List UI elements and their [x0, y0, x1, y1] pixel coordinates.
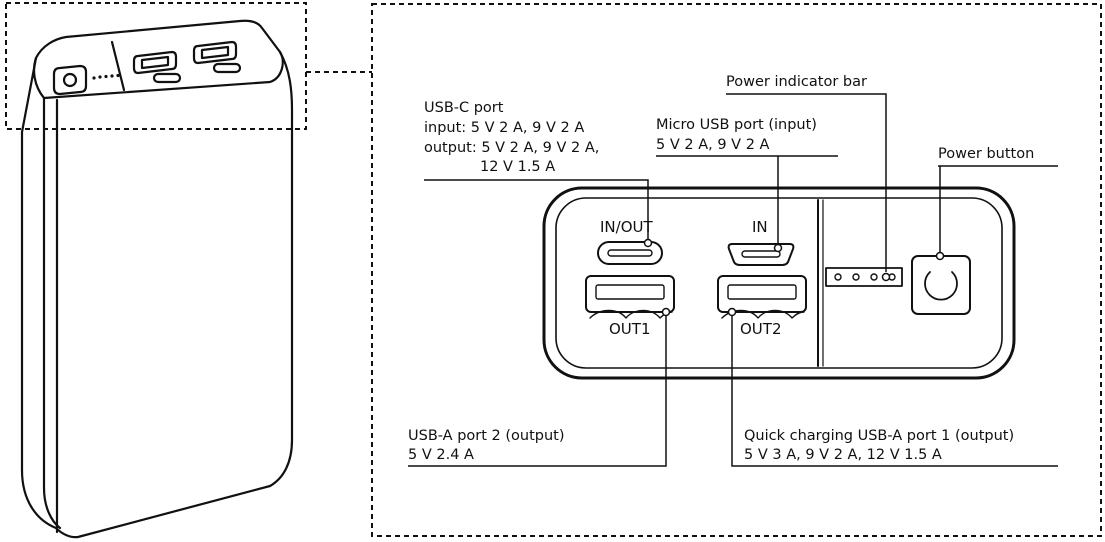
power-button: [911, 255, 971, 315]
leader-usb-a-2: [408, 312, 667, 467]
top-usb-a-port-2: [192, 40, 238, 65]
leader-dot-out2: [727, 307, 737, 317]
quick-charge-spec: 5 V 3 A, 9 V 2 A, 12 V 1.5 A: [744, 447, 942, 463]
body-left-edge: [20, 56, 58, 530]
indicator-dot: [852, 273, 860, 281]
power-icon: [924, 271, 958, 301]
usb-a-2-title: USB-A port 2 (output): [408, 428, 565, 444]
indicator-dot: [104, 74, 108, 79]
indicator-dot: [834, 273, 842, 281]
top-indicator-dots: [92, 73, 120, 80]
micro-usb-title: Micro USB port (input): [656, 117, 817, 133]
callout-quick-charge: Quick charging USB-A port 1 (output) 5 V…: [744, 428, 1014, 463]
usb-c-output-2: 12 V 1.5 A: [480, 159, 555, 175]
indicator-dot: [110, 74, 114, 78]
usb-a-2-spec: 5 V 2.4 A: [408, 447, 474, 463]
micro-usb-spec: 5 V 2 A, 9 V 2 A: [656, 137, 770, 153]
leader-dot-usb-c: [643, 238, 653, 248]
callout-micro-usb: Micro USB port (input) 5 V 2 A, 9 V 2 A: [656, 117, 817, 153]
leader-quick-charge: [731, 314, 1058, 467]
zoom-detail-frame: [371, 3, 1102, 537]
usb-a-port-out2-scallop: [721, 309, 805, 319]
usb-c-title: USB-C port: [424, 100, 504, 116]
usb-c-port: [597, 241, 663, 265]
indicator-dot: [116, 73, 120, 78]
port-label-out1: OUT1: [609, 320, 651, 338]
leader-dots: [643, 238, 945, 317]
power-bank-body: [20, 19, 294, 539]
leader-usb-c: [424, 179, 649, 240]
leader-dot-power: [935, 251, 945, 261]
top-power-button: [52, 64, 88, 96]
top-usb-a-port-2-inner: [200, 45, 230, 60]
usb-a-port-out1-tongue: [595, 284, 665, 300]
callout-usb-a-2: USB-A port 2 (output) 5 V 2.4 A: [408, 428, 565, 463]
usb-c-input: input: 5 V 2 A, 9 V 2 A: [424, 120, 584, 136]
callout-usb-c: USB-C port input: 5 V 2 A, 9 V 2 A outpu…: [424, 100, 599, 175]
body-bottom-edge: [54, 484, 272, 539]
usb-c-port-inner: [607, 249, 653, 257]
top-face: [33, 19, 284, 100]
port-label-in-out: IN/OUT: [600, 218, 653, 236]
top-usb-c-port: [152, 72, 182, 84]
port-label-out2: OUT2: [740, 320, 782, 338]
top-micro-usb-port: [212, 62, 242, 74]
top-usb-a-port-1-inner: [140, 55, 170, 70]
port-panel: [542, 186, 1016, 380]
top-face-divider: [110, 40, 126, 92]
leader-dot-micro: [773, 243, 783, 253]
quick-charge-title: Quick charging USB-A port 1 (output): [744, 428, 1014, 444]
usb-a-port-out2: [717, 275, 807, 313]
leader-indicator: [726, 93, 887, 272]
micro-usb-port: [727, 243, 795, 266]
leader-lines: [408, 93, 1058, 467]
micro-usb-port-inner: [741, 250, 781, 258]
port-label-in: IN: [752, 218, 768, 236]
indicator-bar-label: Power indicator bar: [726, 74, 867, 90]
leader-dot-indicator: [881, 272, 891, 282]
top-usb-a-port-1: [132, 50, 178, 75]
indicator-bar: [825, 267, 903, 287]
usb-a-port-out2-tongue: [727, 284, 797, 300]
leader-dot-out1: [661, 307, 671, 317]
body-right-edge: [268, 50, 294, 488]
zoom-source-box: [5, 2, 307, 130]
indicator-dot: [870, 273, 878, 281]
usb-c-output: output: 5 V 2 A, 9 V 2 A,: [424, 140, 599, 156]
usb-a-port-out1: [585, 275, 675, 313]
panel-inner: [555, 197, 1003, 369]
indicator-dot: [92, 76, 96, 80]
indicator-dot: [98, 75, 102, 79]
power-button-label: Power button: [938, 146, 1034, 162]
panel-outer: [542, 186, 1016, 380]
top-power-icon: [62, 72, 78, 88]
